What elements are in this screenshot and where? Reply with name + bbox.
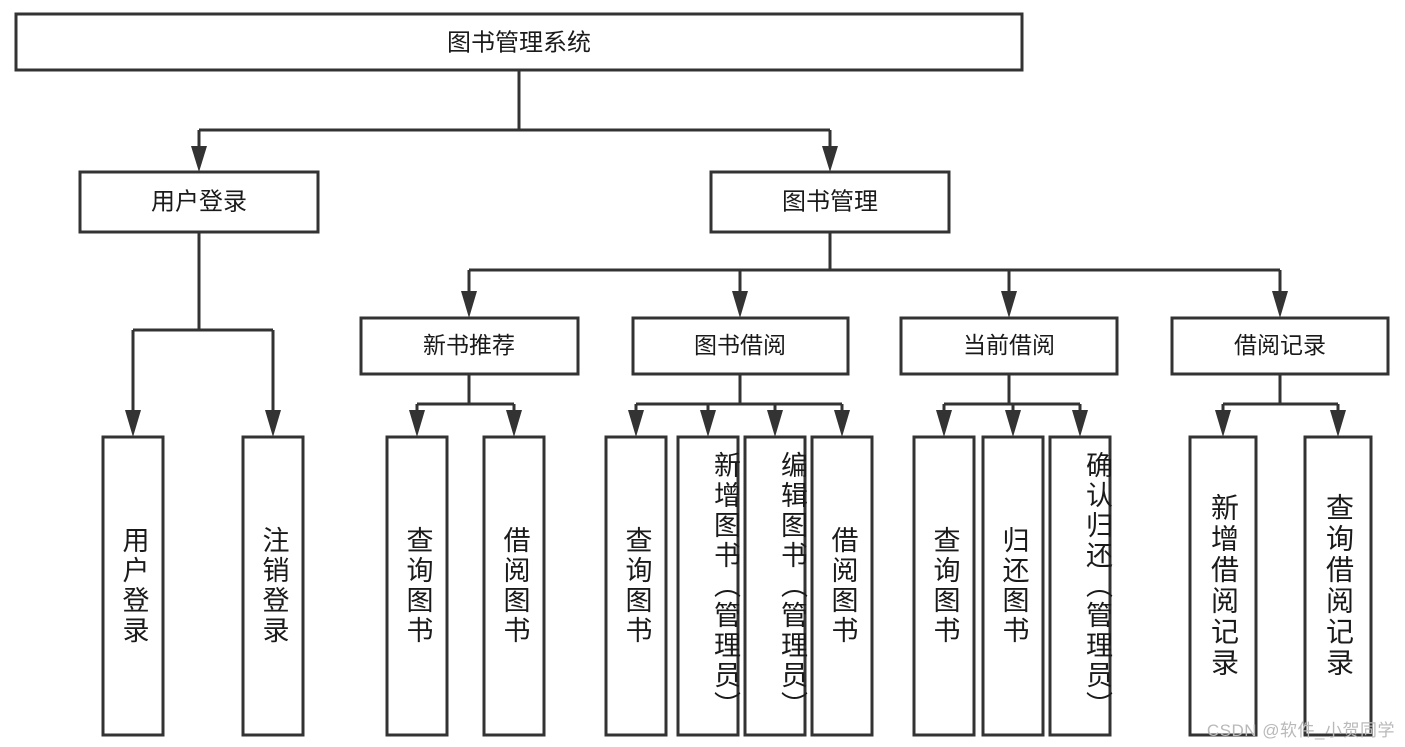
leaf-box-current-borrow-2[interactable] [981,435,1045,737]
arrow-leaf-current-borrow-1 [936,410,952,437]
node-user-login[interactable]: 用户登录 [78,170,320,234]
leaf-box-current-borrow-3[interactable] [1048,435,1112,737]
node-borrow-record-box[interactable] [1170,316,1390,376]
node-new-book-recommend[interactable]: 新书推荐 [359,316,580,376]
arrow-new-book [461,291,477,318]
leaf-box-borrow-record-1[interactable] [1188,435,1258,737]
node-user-login-box[interactable] [78,170,320,234]
node-current-borrow[interactable]: 当前借阅 [899,316,1119,376]
node-book-manage[interactable]: 图书管理 [709,170,951,234]
arrow-leaf-current-borrow-3 [1072,410,1088,437]
leaf-box-current-borrow-1[interactable] [912,435,976,737]
arrow-leaf-book-borrow-2 [700,410,716,437]
arrow-leaf-book-borrow-4 [834,410,850,437]
leaf-box-book-borrow-2[interactable] [676,435,740,737]
node-book-borrow[interactable]: 图书借阅 [631,316,850,376]
node-current-borrow-label: 当前借阅 [963,332,1055,358]
node-book-borrow-box[interactable] [631,316,850,376]
node-user-login-label: 用户登录 [151,188,247,215]
node-current-borrow-box[interactable] [899,316,1119,376]
arrow-leaf-borrow-record-2 [1330,410,1346,437]
node-book-manage-label: 图书管理 [782,188,878,215]
arrow-leaf-new-book-1 [409,410,425,437]
leaf-box-user-login-2[interactable] [241,435,305,737]
node-new-book-recommend-label: 新书推荐 [423,332,515,358]
node-borrow-record-label: 借阅记录 [1234,332,1326,358]
connectors [125,70,1346,437]
arrow-leaf-current-borrow-2 [1005,410,1021,437]
arrow-book-borrow [732,291,748,318]
arrow-leaf-book-borrow-3 [767,410,783,437]
arrow-leaf-book-borrow-1 [628,410,644,437]
leaf-box-book-borrow-3[interactable] [743,435,807,737]
node-borrow-record[interactable]: 借阅记录 [1170,316,1390,376]
arrow-leaf-user-login-1 [125,410,141,437]
leaf-box-book-borrow-1[interactable] [604,435,668,737]
node-root[interactable]: 图书管理系统 [14,12,1024,72]
leaf-box-new-book-2[interactable] [482,435,546,737]
arrow-leaf-user-login-2 [265,410,281,437]
leaf-boxes [101,435,1373,737]
csdn-watermark: CSDN @软件_小贺同学 [1206,721,1395,740]
arrow-borrow-record [1272,291,1288,318]
leaf-box-book-borrow-4[interactable] [810,435,874,737]
arrow-leaf-borrow-record-1 [1215,410,1231,437]
arrow-current-borrow [1001,291,1017,318]
node-new-book-recommend-box[interactable] [359,316,580,376]
arrow-book-manage [822,146,838,172]
node-root-label: 图书管理系统 [447,29,591,56]
leaf-box-borrow-record-2[interactable] [1303,435,1373,737]
arrow-leaf-new-book-2 [506,410,522,437]
leaf-box-user-login-1[interactable] [101,435,165,737]
arrow-user-login [191,146,207,172]
node-book-manage-box[interactable] [709,170,951,234]
leaf-box-new-book-1[interactable] [385,435,449,737]
node-book-borrow-label: 图书借阅 [694,332,786,358]
node-root-box[interactable] [14,12,1024,72]
